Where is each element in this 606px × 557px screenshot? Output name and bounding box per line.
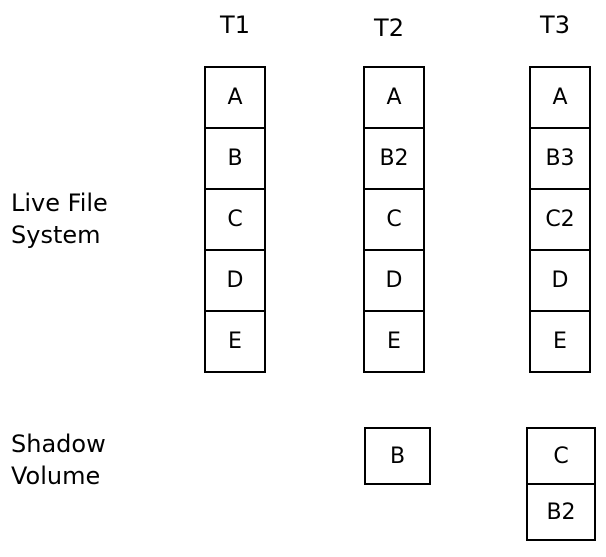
column-title-t3: T3 bbox=[540, 11, 570, 39]
block-cell: B bbox=[206, 129, 264, 190]
block-cell: D bbox=[365, 251, 423, 312]
block-cell: A bbox=[365, 68, 423, 129]
block-cell: D bbox=[206, 251, 264, 312]
row-label-shadow: Shadow Volume bbox=[11, 430, 106, 490]
block-cell: E bbox=[387, 329, 401, 354]
block-cell: B2 bbox=[365, 129, 423, 190]
live-stack-t1: A B C D E bbox=[204, 66, 266, 373]
block-cell: C bbox=[365, 190, 423, 251]
block-cell: E bbox=[553, 329, 567, 354]
block-cell: B bbox=[389, 443, 406, 469]
block-cell: A bbox=[206, 68, 264, 129]
column-title-t1: T1 bbox=[220, 11, 250, 39]
block-cell: C bbox=[528, 429, 594, 485]
row-label-live: Live File System bbox=[11, 189, 108, 249]
block-cell: B3 bbox=[531, 129, 589, 190]
shadow-stack-t2: B bbox=[364, 427, 431, 485]
block-cell: A bbox=[531, 68, 589, 129]
block-cell: D bbox=[531, 251, 589, 312]
live-stack-t2: A B2 C D E bbox=[363, 66, 425, 373]
block-cell: C2 bbox=[531, 190, 589, 251]
block-cell: B2 bbox=[546, 499, 576, 525]
column-title-t2: T2 bbox=[374, 14, 404, 42]
live-stack-t3: A B3 C2 D E bbox=[529, 66, 591, 373]
block-cell: C bbox=[206, 190, 264, 251]
block-cell: E bbox=[228, 329, 242, 354]
shadow-stack-t3: C B2 bbox=[526, 427, 596, 541]
